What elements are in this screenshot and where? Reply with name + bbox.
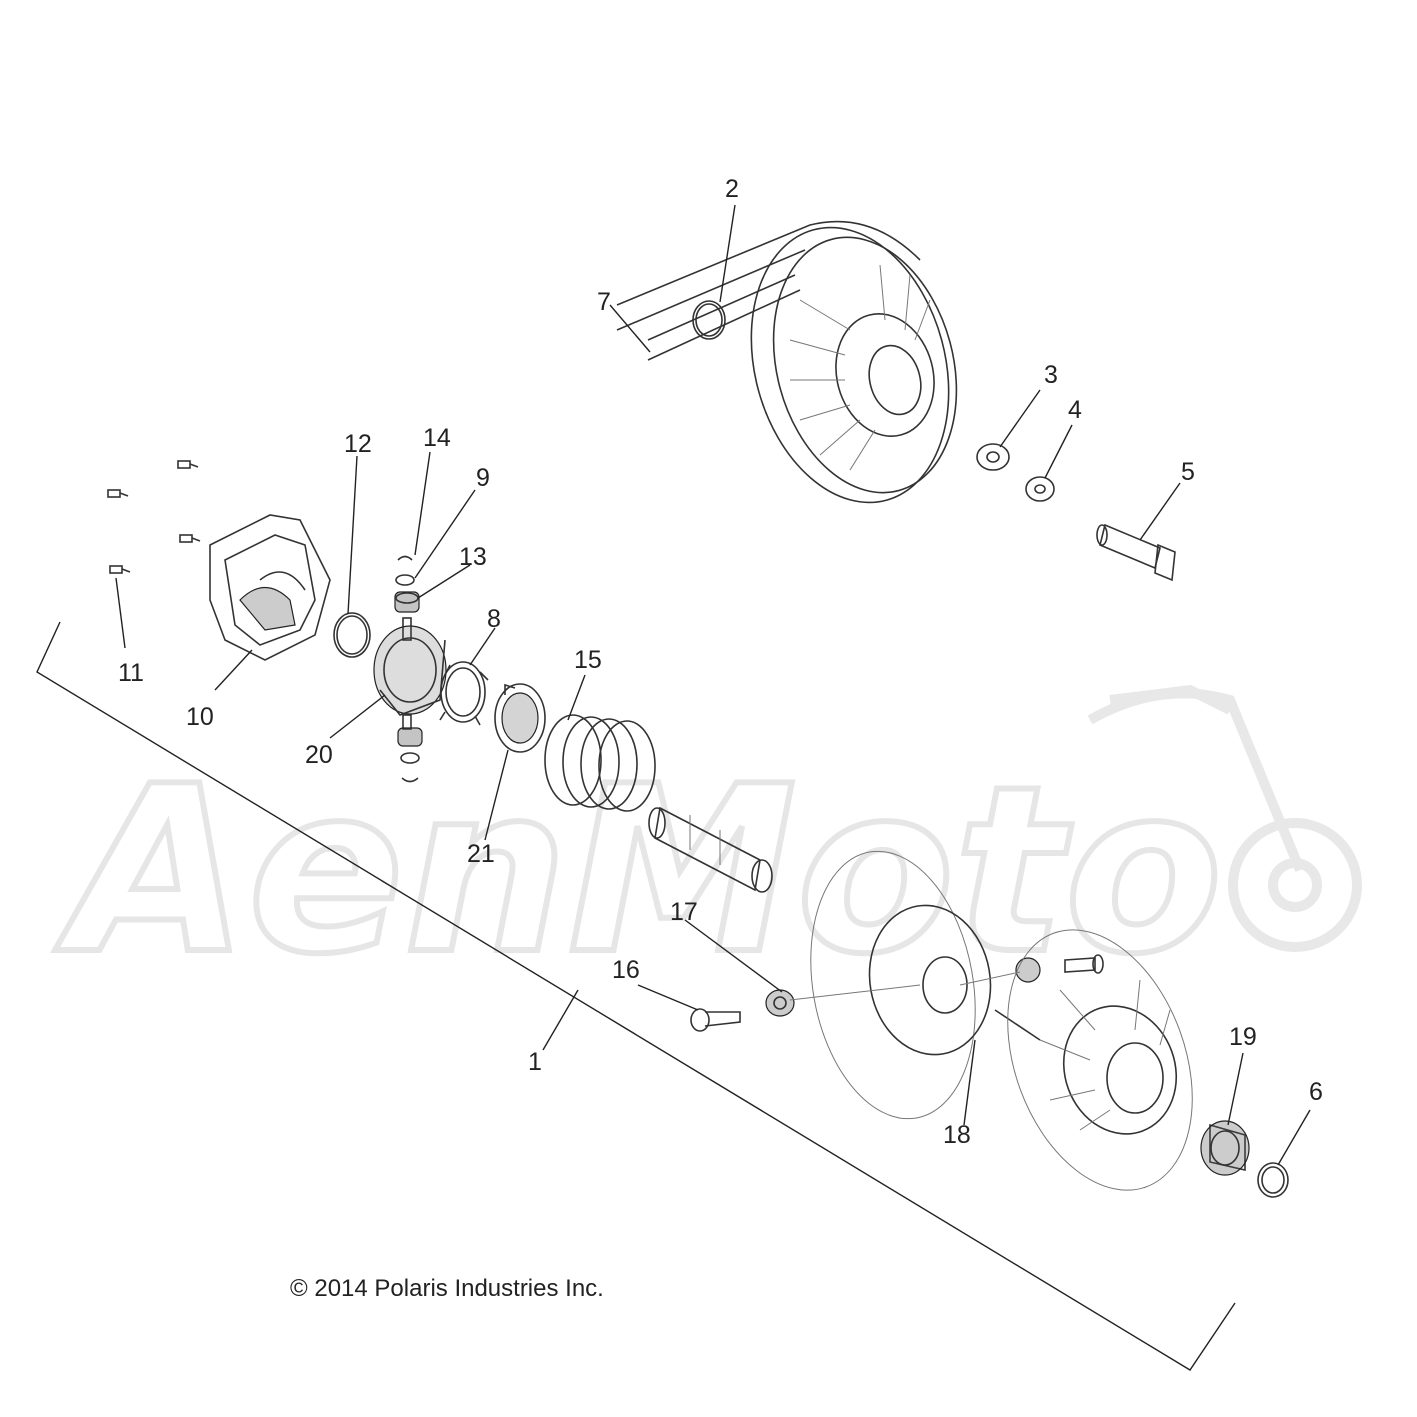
callout-11: 11 (118, 659, 144, 687)
shaft-sleeve (648, 806, 773, 893)
callout-20: 20 (305, 741, 333, 769)
callout-3: 3 (1044, 361, 1058, 389)
callout-12: 12 (344, 430, 372, 458)
callout-9: 9 (476, 464, 490, 492)
callout-19: 19 (1229, 1023, 1257, 1051)
helix-cover-10 (209, 514, 331, 661)
clutch-sheave-lower (1007, 929, 1193, 1191)
roller-17 (765, 984, 921, 1017)
pin-16 (690, 1008, 741, 1032)
bearing-19 (1200, 1120, 1250, 1176)
assembly-bracket (36, 621, 1236, 1371)
bushing-21 (494, 683, 546, 753)
washer-9 (395, 574, 415, 586)
callout-14: 14 (423, 424, 451, 452)
roller-upper-right (959, 954, 1104, 986)
pin-18 (994, 1009, 1041, 1041)
callout-8: 8 (487, 605, 501, 633)
watermark-text: AenMoto (55, 738, 1223, 1005)
clutch-sheave-upper (750, 226, 958, 504)
washer-4 (1025, 476, 1055, 502)
spider-20 (373, 617, 447, 783)
callout-16: 16 (612, 956, 640, 984)
o-ring-2 (692, 300, 726, 340)
snap-ring-6 (1257, 1162, 1289, 1198)
callout-21: 21 (467, 840, 495, 868)
callout-10: 10 (186, 703, 214, 731)
callout-1: 1 (528, 1048, 542, 1076)
callout-labels: 2 7 3 4 5 6 19 18 17 16 1 21 15 8 9 13 1… (118, 175, 1323, 1149)
callout-7: 7 (597, 288, 611, 316)
screws-11 (107, 460, 201, 574)
shim-washer-8 (439, 661, 489, 726)
watermark-motorcycle-icon (1087, 684, 1362, 952)
retaining-clip-14-upper (397, 555, 413, 561)
bolt-5 (1096, 523, 1176, 582)
watermark: AenMoto (52, 684, 1362, 1008)
callout-4: 4 (1068, 396, 1082, 424)
callout-18: 18 (943, 1121, 971, 1149)
spring-15 (544, 714, 656, 812)
leader-lines (115, 204, 1311, 1166)
callout-5: 5 (1181, 458, 1195, 486)
copyright-text: © 2014 Polaris Industries Inc. (290, 1275, 604, 1302)
callout-2: 2 (725, 175, 739, 203)
callout-17: 17 (670, 898, 698, 926)
snap-ring-12 (333, 612, 371, 658)
callout-13: 13 (459, 543, 487, 571)
callout-15: 15 (574, 646, 602, 674)
callout-6: 6 (1309, 1078, 1323, 1106)
roller-13 (394, 591, 420, 613)
washer-3 (976, 443, 1010, 471)
